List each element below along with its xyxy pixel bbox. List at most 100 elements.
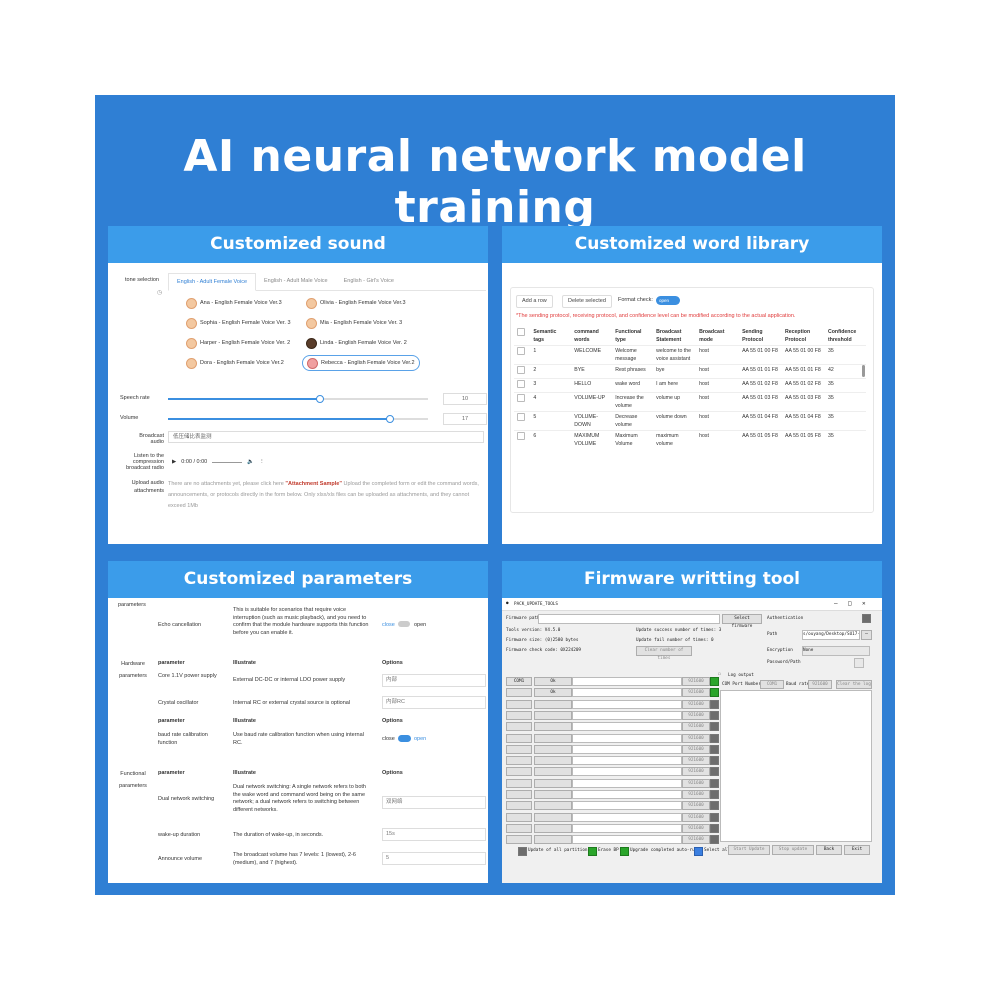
port-checkbox[interactable] <box>710 823 719 833</box>
echo-toggle[interactable] <box>398 621 410 627</box>
port-checkbox[interactable] <box>710 801 719 811</box>
attachment-sample-link[interactable]: "Attachment Sample" <box>285 481 342 487</box>
port-name[interactable] <box>506 812 532 822</box>
voice-option[interactable]: Dora - English Female Voice Ver.2 <box>182 356 288 370</box>
row-checkbox[interactable] <box>517 413 525 421</box>
port-baud-select[interactable]: 921600 <box>682 733 710 743</box>
authentication-checkbox[interactable] <box>862 614 871 623</box>
port-name[interactable] <box>506 835 532 845</box>
port-baud-select[interactable]: 921600 <box>682 801 710 811</box>
upgrade-autorun-checkbox[interactable] <box>620 847 629 856</box>
speech-rate-slider[interactable] <box>168 395 428 403</box>
port-checkbox[interactable] <box>710 688 719 698</box>
start-update-button[interactable]: Start Update <box>728 845 770 855</box>
com-port-select[interactable]: COM1 <box>760 680 784 689</box>
baud-rate-select[interactable]: 921600 <box>808 680 832 689</box>
port-name[interactable] <box>506 688 532 698</box>
broadcast-audio-input[interactable]: 低压储比表监测 <box>168 431 484 443</box>
voice-option-selected[interactable]: Rebecca - English Female Voice Ver.2 <box>302 355 420 371</box>
port-name[interactable] <box>506 801 532 811</box>
crystal-select[interactable]: 内部RC <box>382 696 486 709</box>
row-checkbox[interactable] <box>517 380 525 388</box>
back-button[interactable]: Back <box>816 845 842 855</box>
port-baud-select[interactable]: 921600 <box>682 699 710 709</box>
password-select[interactable] <box>854 658 864 668</box>
row-checkbox[interactable] <box>517 366 525 374</box>
log-output-area[interactable] <box>720 690 872 842</box>
row-checkbox[interactable] <box>517 347 525 355</box>
speaker-icon[interactable]: 🔈 <box>247 459 255 465</box>
tab-girl[interactable]: English - Girl's Voice <box>343 278 394 284</box>
progress-bar[interactable] <box>212 461 243 463</box>
tab-adult-female[interactable]: English - Adult Female Voice <box>168 273 257 291</box>
audio-player[interactable]: ▶ 0:00 / 0:00 🔈 ⋮ <box>172 459 265 465</box>
clear-times-button[interactable]: Clear number of times <box>636 646 692 661</box>
port-name[interactable] <box>506 756 532 766</box>
clear-log-button[interactable]: Clear the log <box>836 680 872 689</box>
table-scrollbar[interactable] <box>862 365 865 377</box>
port-baud-select[interactable]: 921600 <box>682 722 710 732</box>
port-baud-select[interactable]: 921600 <box>682 778 710 788</box>
port-checkbox[interactable] <box>710 722 719 732</box>
play-icon[interactable]: ▶ <box>172 459 177 465</box>
port-name[interactable] <box>506 823 532 833</box>
port-baud-select[interactable]: 921600 <box>682 823 710 833</box>
port-checkbox[interactable] <box>710 790 719 799</box>
browse-button[interactable]: … <box>861 630 872 640</box>
port-baud-select[interactable]: 921600 <box>682 756 710 766</box>
maximize-icon[interactable]: □ <box>848 600 852 607</box>
port-name[interactable] <box>506 767 532 777</box>
update-all-partitions-checkbox[interactable] <box>518 847 527 856</box>
port-baud-select[interactable]: 921600 <box>682 835 710 845</box>
select-firmware-button[interactable]: Select firmware <box>722 614 762 629</box>
dual-network-select[interactable]: 双网络 <box>382 796 486 809</box>
select-all-checkbox[interactable] <box>517 328 525 336</box>
port-checkbox[interactable] <box>710 699 719 709</box>
erase-bp-checkbox[interactable] <box>588 847 597 856</box>
port-checkbox[interactable] <box>710 767 719 777</box>
more-icon[interactable]: ⋮ <box>259 459 265 465</box>
voice-option[interactable]: Harper - English Female Voice Ver. 2 <box>182 336 294 350</box>
port-name[interactable] <box>506 699 532 709</box>
port-checkbox[interactable] <box>710 733 719 743</box>
slider-knob[interactable] <box>386 415 394 423</box>
exit-button[interactable]: Exit <box>844 845 870 855</box>
port-baud-select[interactable]: 921600 <box>682 767 710 777</box>
port-name[interactable] <box>506 710 532 720</box>
port-checkbox[interactable] <box>710 756 719 766</box>
port-name[interactable] <box>506 733 532 743</box>
format-check-toggle[interactable]: open <box>656 296 680 305</box>
row-checkbox[interactable] <box>517 394 525 402</box>
voice-option[interactable]: Olivia - English Female Voice Ver.3 <box>302 296 410 310</box>
port-baud-select[interactable]: 921600 <box>682 790 710 799</box>
port-baud-select[interactable]: 921600 <box>682 812 710 822</box>
select-all-checkbox[interactable] <box>694 847 703 856</box>
port-checkbox[interactable] <box>710 744 719 754</box>
port-name[interactable] <box>506 744 532 754</box>
wake-duration-select[interactable]: 15s <box>382 828 486 841</box>
core-power-select[interactable]: 内部 <box>382 674 486 687</box>
announce-volume-select[interactable]: 5 <box>382 852 486 865</box>
port-baud-select[interactable]: 921600 <box>682 688 710 698</box>
voice-option[interactable]: Ana - English Female Voice Ver.3 <box>182 296 286 310</box>
voice-option[interactable]: Linda - English Female Voice Ver. 2 <box>302 336 411 350</box>
volume-slider[interactable] <box>168 415 428 423</box>
minimize-icon[interactable]: – <box>834 600 838 607</box>
voice-option[interactable]: Sophia - English Female Voice Ver. 3 <box>182 316 295 330</box>
tab-adult-male[interactable]: English - Adult Male Voice <box>264 278 328 284</box>
port-name[interactable] <box>506 790 532 799</box>
port-name[interactable]: COM1 <box>506 677 532 686</box>
close-icon[interactable]: ✕ <box>862 600 866 607</box>
baud-calibration-toggle[interactable] <box>398 735 411 742</box>
port-checkbox[interactable] <box>710 835 719 845</box>
port-checkbox[interactable] <box>710 778 719 788</box>
port-checkbox[interactable] <box>710 677 719 686</box>
speech-rate-input[interactable]: 10 <box>443 393 487 405</box>
add-row-button[interactable]: Add a row <box>516 295 553 308</box>
firmware-path-input[interactable] <box>538 614 720 624</box>
port-baud-select[interactable]: 921600 <box>682 677 710 686</box>
port-checkbox[interactable] <box>710 812 719 822</box>
volume-input[interactable]: 17 <box>443 413 487 425</box>
path-input[interactable]: s/ouyang/Desktop/SU17-i <box>802 630 860 640</box>
port-baud-select[interactable]: 921600 <box>682 744 710 754</box>
